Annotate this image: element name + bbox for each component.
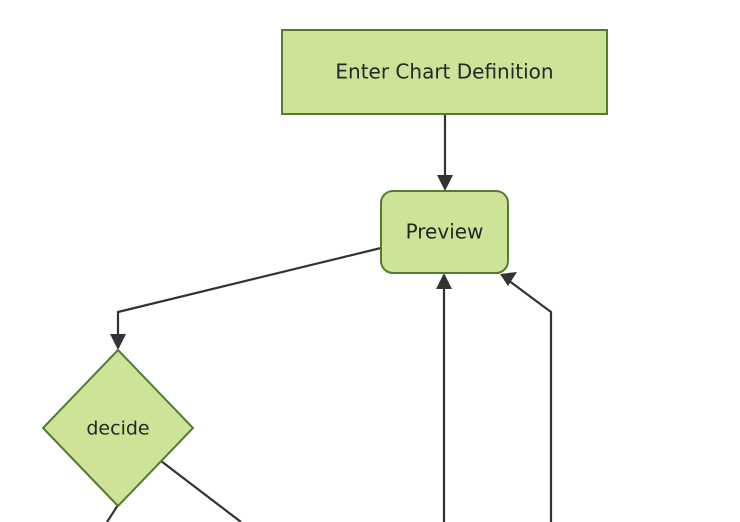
edge-offscreen-center-to-preview-arrowhead <box>436 273 452 289</box>
node-decide[interactable]: decide <box>41 348 195 508</box>
node-decide-shape[interactable] <box>41 348 195 508</box>
edge-decide-out-left-line <box>106 504 119 522</box>
node-preview[interactable]: Preview <box>380 190 509 274</box>
edge-offscreen-right-to-preview-line <box>507 279 553 522</box>
node-enter-chart-definition-shape[interactable] <box>281 29 608 115</box>
edge-decide-out-right-line <box>160 460 242 522</box>
node-preview-shape[interactable] <box>380 190 509 274</box>
edge-offscreen-right-to-preview <box>500 272 553 522</box>
edge-decide-out-left <box>106 504 119 522</box>
edge-preview-to-decide-arrowhead <box>110 334 126 350</box>
edge-decide-out-right <box>160 460 242 522</box>
node-enter-chart-definition[interactable]: Enter Chart Definition <box>281 29 608 115</box>
edge-offscreen-center-to-preview <box>436 273 452 522</box>
edge-preview-to-decide <box>110 246 382 350</box>
node-preview-label: Preview <box>406 220 484 244</box>
node-decide-label: decide <box>86 418 149 440</box>
node-enter-chart-definition-label: Enter Chart Definition <box>335 60 553 84</box>
edge-definition-to-preview-arrowhead <box>437 175 453 191</box>
edge-definition-to-preview <box>437 114 453 191</box>
edge-preview-to-decide-line <box>116 246 382 342</box>
edge-offscreen-right-to-preview-arrowhead <box>500 272 517 286</box>
